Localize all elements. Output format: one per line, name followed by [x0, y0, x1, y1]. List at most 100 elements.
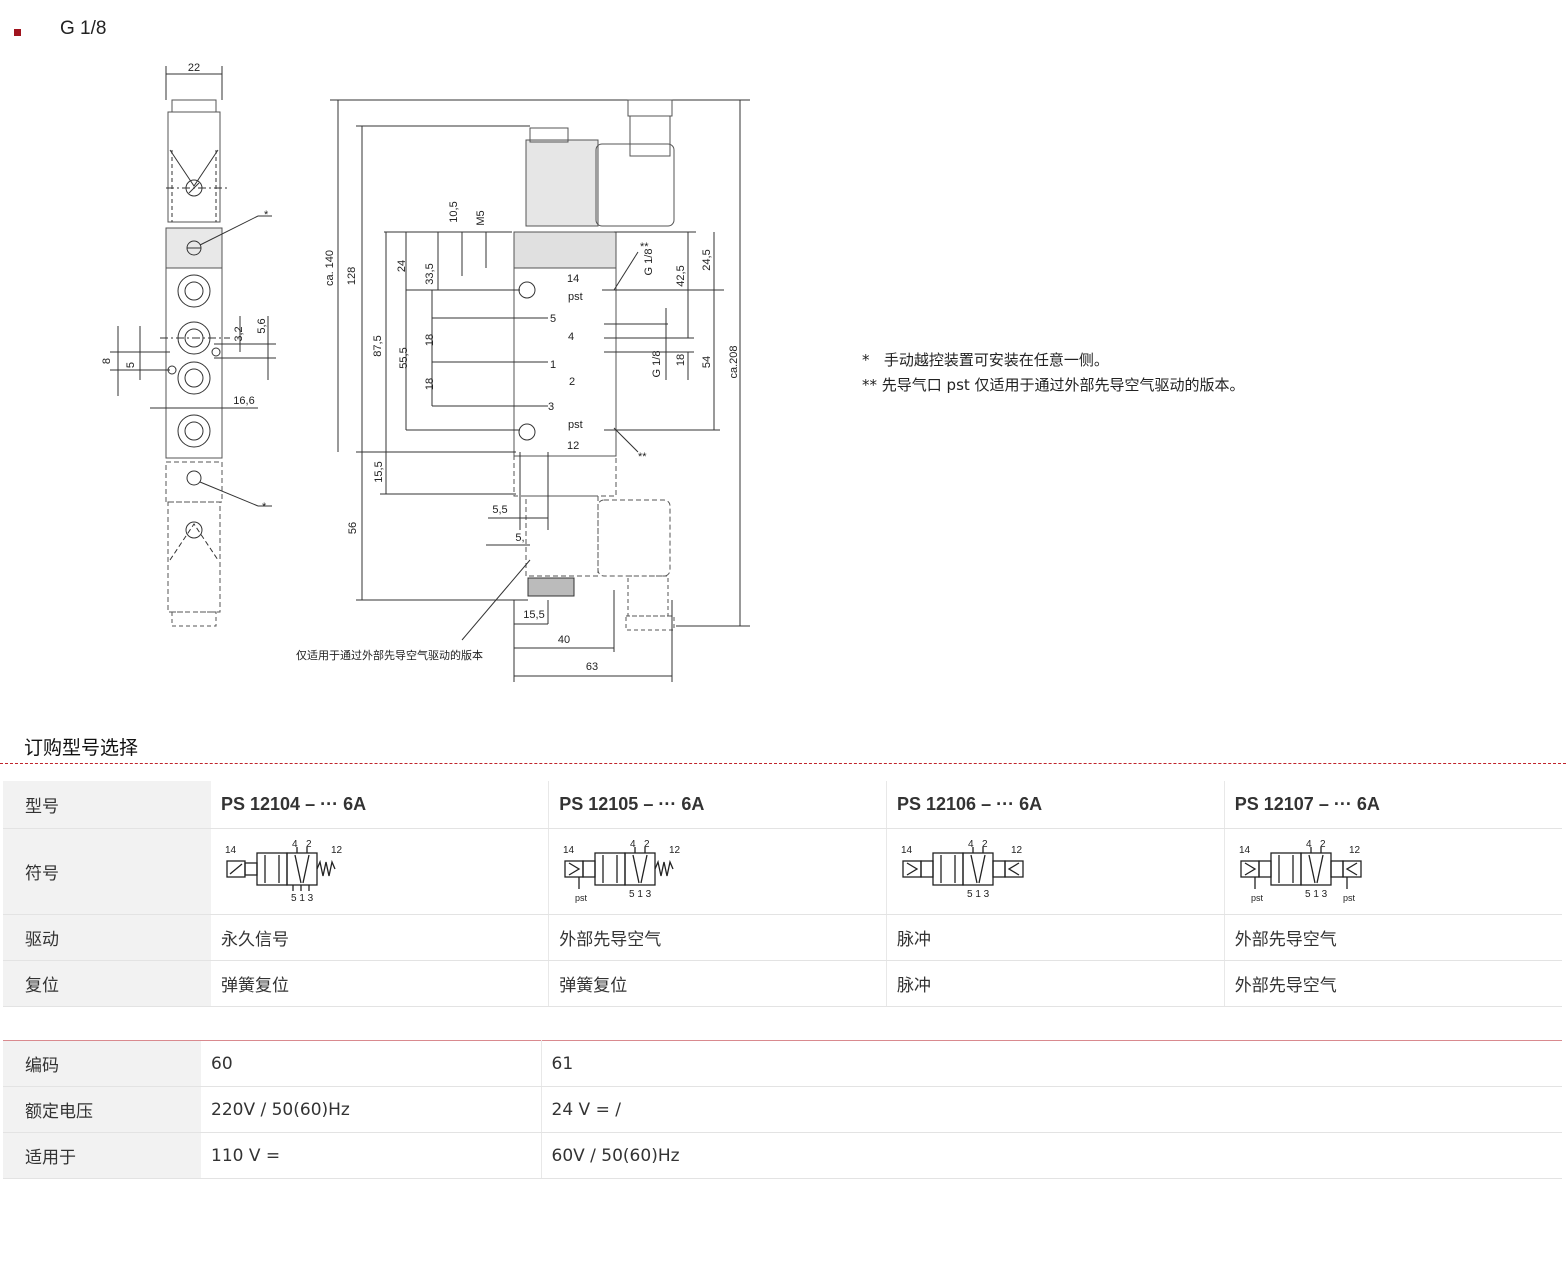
port-2: 2: [569, 376, 575, 388]
port-3: 3: [548, 401, 554, 413]
star-1: *: [264, 209, 269, 221]
port-5: 5: [550, 313, 556, 325]
reset-ps12105: 弹簧复位: [548, 960, 887, 1007]
star-2: *: [262, 501, 267, 513]
model-selection-table: 型号 PS 12104 – ··· 6A PS 12105 – ··· 6A P…: [3, 781, 1562, 1007]
svg-text:12: 12: [1349, 845, 1361, 856]
dim-15-5-v: 15,5: [373, 461, 385, 482]
dim-55-5: 55,5: [398, 347, 410, 368]
dim-3-2: 3,2: [233, 326, 245, 341]
note-text: 先导气口 pst 仅适用于通过外部先导空气驱动的版本。: [881, 376, 1245, 394]
symbol-ps12105: 14 4 2 12 5 1 3 pst: [548, 828, 887, 915]
dim-24-5: 24,5: [701, 249, 713, 270]
dim-16-6: 16,6: [233, 395, 254, 407]
dim-5: 5: [125, 362, 137, 368]
section-title: 订购型号选择: [24, 737, 139, 759]
dim-33-5: 33,5: [424, 263, 436, 284]
dim-42-5: 42,5: [675, 265, 687, 286]
svg-text:pst: pst: [575, 893, 588, 903]
series-bullet: [14, 29, 21, 36]
dim-63: 63: [586, 661, 598, 673]
callout-external-pilot: 仅适用于通过外部先导空气驱动的版本: [296, 648, 483, 662]
valve-symbol-icon: 14 4 2 12 5 1 3 pst: [563, 839, 681, 903]
symbol-ps12106: 14 4 2 12 5 1 3: [886, 828, 1225, 915]
table-row: 适用于 110 V = 60V / 50(60)Hz: [3, 1132, 1562, 1179]
dimension-labels: 22 3,2 5,6 8 5 16,6 * * ca. 140 128 87,5…: [101, 62, 740, 673]
dim-10-5: 10,5: [448, 201, 460, 222]
svg-text:2: 2: [306, 839, 312, 850]
port-4: 4: [568, 331, 574, 343]
voltage-code-table: 编码 60 61 额定电压 220V / 50(60)Hz 24 V = / 适…: [3, 1040, 1562, 1179]
svg-text:4: 4: [630, 839, 636, 850]
section-divider: [0, 763, 1566, 764]
svg-text:5 1 3: 5 1 3: [1305, 889, 1328, 900]
table-row: 复位 弹簧复位 弹簧复位 脉冲 外部先导空气: [3, 960, 1562, 1007]
dim-18-b: 18: [424, 378, 436, 390]
note-text: 手动越控装置可安装在任意一侧。: [883, 351, 1109, 369]
svg-text:5 1 3: 5 1 3: [967, 889, 990, 900]
voltage-value-1: 220V / 50(60)Hz: [201, 1086, 541, 1133]
dim-54: 54: [701, 356, 713, 368]
dim-m5: M5: [475, 210, 487, 225]
front-view: [330, 99, 750, 682]
dim-22: 22: [188, 62, 200, 74]
svg-text:2: 2: [644, 839, 650, 850]
port-1: 1: [550, 359, 556, 371]
model-ps12104: PS 12104 – ··· 6A: [211, 781, 549, 829]
reset-ps12106: 脉冲: [886, 960, 1225, 1007]
port-pst-1: pst: [568, 291, 583, 303]
dim-5-6: 5,6: [256, 318, 268, 333]
table-row: 型号 PS 12104 – ··· 6A PS 12105 – ··· 6A P…: [3, 781, 1562, 829]
actuation-ps12104: 永久信号: [211, 914, 549, 961]
dimension-drawing: 22 3,2 5,6 8 5 16,6 * * ca. 140 128 87,5…: [101, 62, 750, 682]
row-label-model: 型号: [3, 781, 211, 829]
actuation-ps12107: 外部先导空气: [1223, 914, 1562, 961]
valve-symbol-icon: 14 4 2 12 5 1 3 pst pst: [1239, 839, 1362, 903]
series-title: G 1/8: [60, 18, 107, 39]
svg-text:14: 14: [1239, 845, 1251, 856]
reset-ps12104: 弹簧复位: [211, 960, 549, 1007]
row-label-applies-to: 适用于: [3, 1132, 201, 1179]
svg-text:12: 12: [669, 845, 681, 856]
applies-value-2: 60V / 50(60)Hz: [540, 1132, 1562, 1179]
dim-ca-140: ca. 140: [324, 250, 336, 286]
svg-text:14: 14: [225, 845, 237, 856]
row-label-actuation: 驱动: [3, 914, 211, 961]
svg-text:12: 12: [1011, 845, 1023, 856]
table-row: 驱动 永久信号 外部先导空气 脉冲 外部先导空气: [3, 914, 1562, 961]
dim-15-5-h: 15,5: [523, 609, 544, 621]
code-value-1: 60: [201, 1040, 541, 1087]
svg-text:2: 2: [1320, 839, 1326, 850]
port-pst-2: pst: [568, 419, 583, 431]
actuation-ps12106: 脉冲: [886, 914, 1225, 961]
code-value-2: 61: [540, 1040, 1562, 1087]
dim-8: 8: [101, 358, 113, 364]
svg-text:2: 2: [982, 839, 988, 850]
table-row: 符号 14 4 2 12 5 1 3: [3, 828, 1562, 915]
dim-128: 128: [346, 267, 358, 285]
side-view: [110, 66, 276, 627]
star-4: **: [638, 451, 647, 463]
model-ps12107: PS 12107 – ··· 6A: [1223, 781, 1562, 829]
svg-text:5 1 3: 5 1 3: [291, 893, 314, 903]
dim-18-a: 18: [424, 334, 436, 346]
svg-text:14: 14: [901, 845, 913, 856]
svg-text:5 1 3: 5 1 3: [629, 889, 652, 900]
svg-text:12: 12: [331, 845, 343, 856]
dim-24: 24: [396, 260, 408, 272]
dim-87-5: 87,5: [372, 335, 384, 356]
row-label-symbol: 符号: [3, 828, 211, 915]
svg-text:4: 4: [1306, 839, 1312, 850]
row-label-voltage: 额定电压: [3, 1086, 201, 1133]
applies-value-1: 110 V =: [201, 1132, 541, 1179]
dim-g18-a: G 1/8: [643, 249, 655, 276]
table-row: 编码 60 61: [3, 1040, 1562, 1087]
note-mark: **: [862, 376, 877, 394]
table-row: 额定电压 220V / 50(60)Hz 24 V = /: [3, 1086, 1562, 1133]
voltage-value-2: 24 V = /: [540, 1086, 1562, 1133]
model-ps12106: PS 12106 – ··· 6A: [886, 781, 1225, 829]
model-ps12105: PS 12105 – ··· 6A: [548, 781, 887, 829]
svg-text:14: 14: [563, 845, 575, 856]
port-14: 14: [567, 273, 579, 285]
svg-text:pst: pst: [1251, 893, 1264, 903]
